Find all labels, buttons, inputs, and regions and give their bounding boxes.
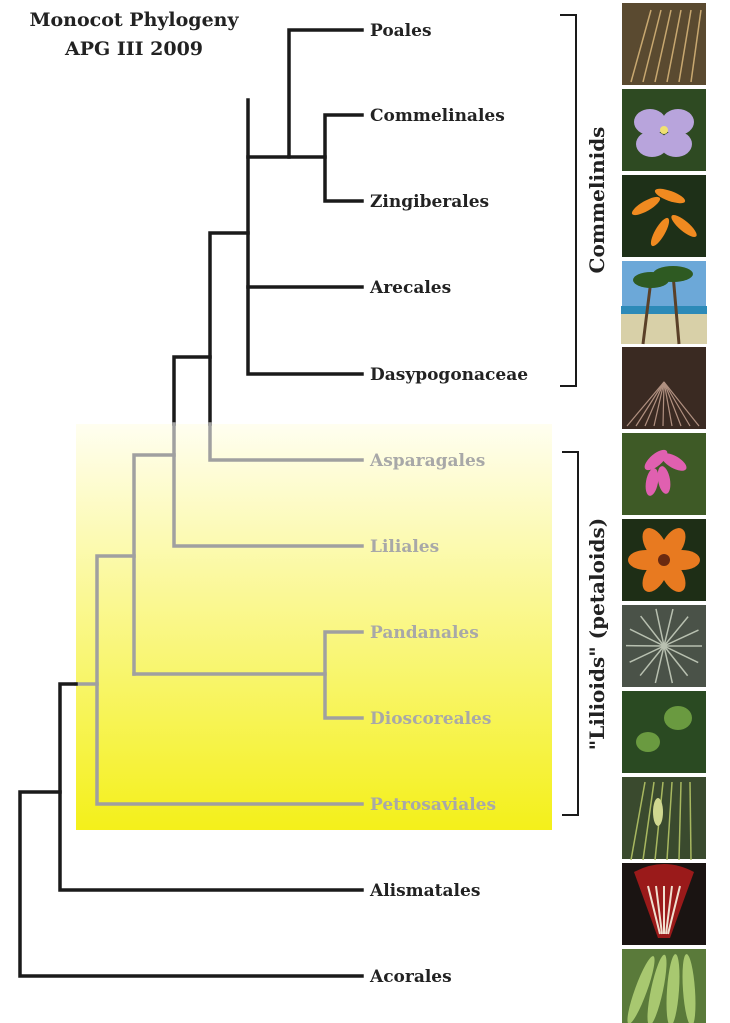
- taxon-label-liliales: Liliales: [370, 537, 439, 557]
- commelinids-stem: [210, 233, 248, 424]
- diagram-title-line-1: Monocot Phylogeny: [29, 9, 239, 31]
- lilioids-highlight-box: [76, 424, 552, 830]
- orchid-photo-icon: [621, 432, 707, 516]
- poales-branch: [248, 30, 362, 157]
- dasypogon-plant-photo-icon: [621, 346, 707, 430]
- pandanus-photo-icon: [621, 604, 707, 688]
- taxon-label-acorales: Acorales: [369, 967, 452, 987]
- spiderwort-flower-photo-icon: [621, 88, 707, 172]
- photo-column: [621, 2, 707, 1023]
- asparagales-commelinids-stem: [174, 357, 210, 424]
- taxon-label-arecales: Arecales: [369, 278, 451, 298]
- lily-photo-icon: [621, 518, 707, 602]
- lilioids-label: "Lilioids" (petaloids): [585, 518, 609, 750]
- taxon-label-zingiberales: Zingiberales: [370, 192, 489, 212]
- commelinids-bracket: [560, 15, 576, 386]
- lilioids-bracket: [562, 452, 578, 815]
- arum-spathe-photo-icon: [621, 862, 707, 946]
- taxon-label-asparagales: Asparagales: [369, 451, 485, 471]
- bird-of-paradise-photo-icon: [621, 174, 707, 258]
- commelinales-zingiberales-branch: [325, 115, 362, 201]
- grass-photo-icon: [621, 2, 707, 86]
- taxon-label-pandanales: Pandanales: [370, 623, 479, 643]
- taxon-label-dioscoreales: Dioscoreales: [370, 709, 491, 729]
- palm-beach-photo-icon: [621, 260, 707, 344]
- commelinids-label: Commelinids: [585, 127, 609, 274]
- acorus-leaves-photo-icon: [621, 948, 707, 1023]
- taxon-label-petrosaviales: Petrosaviales: [370, 795, 496, 815]
- taxon-label-dasypogonaceae: Dasypogonaceae: [370, 365, 528, 385]
- yam-leaves-photo-icon: [621, 690, 707, 774]
- taxon-label-alismatales: Alismatales: [369, 881, 480, 901]
- taxon-label-commelinales: Commelinales: [370, 106, 505, 126]
- petrosavia-plant-photo-icon: [621, 776, 707, 860]
- commelinids-spine: [248, 100, 362, 374]
- diagram-title-line-2: APG III 2009: [64, 38, 203, 60]
- taxon-label-poales: Poales: [370, 21, 432, 41]
